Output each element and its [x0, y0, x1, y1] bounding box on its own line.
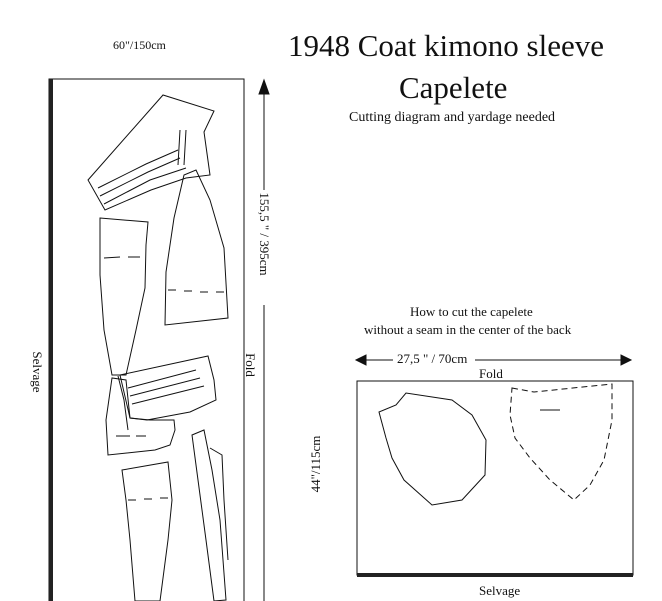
fabric-width-label: 60"/150cm	[113, 38, 166, 52]
sleeve-piece-2	[119, 355, 217, 421]
length-arrow	[258, 78, 270, 601]
page-title-line2: Capelete	[399, 70, 508, 105]
coat-back-piece	[99, 217, 149, 376]
coat-front-piece	[164, 169, 229, 326]
capelete-note-line1: How to cut the capelete	[410, 304, 533, 319]
sleeve-piece	[87, 94, 215, 211]
capelete-length-label: 44"/115cm	[308, 435, 323, 493]
capelete-fold-label: Fold	[479, 366, 503, 381]
fold-label-main: Fold	[243, 353, 258, 377]
coat-lower-piece	[105, 377, 176, 456]
selvage-label-main: Selvage	[30, 351, 45, 393]
capelete-fabric-layout	[356, 380, 634, 577]
selvage-edge	[49, 79, 53, 601]
capelete-piece-right	[509, 383, 613, 501]
page-title: 1948 Coat kimono sleeve	[288, 28, 604, 63]
capelete-note-line2: without a seam in the center of the back	[364, 322, 572, 337]
capelete-piece-left	[378, 392, 487, 506]
coat-hem-piece	[121, 461, 173, 601]
main-fabric-layout	[48, 78, 245, 601]
capelete-width-label: 27,5 " / 70cm	[397, 351, 468, 366]
capelete-width-arrow	[354, 354, 633, 366]
facing-piece	[191, 429, 227, 601]
pattern-pieces-main	[87, 94, 229, 601]
fabric-rectangle	[48, 78, 245, 601]
fabric-length-label: 155,5 " / 395cm	[257, 192, 272, 276]
capelete-selvage-label: Selvage	[479, 583, 521, 598]
page-subtitle: Cutting diagram and yardage needed	[349, 110, 556, 125]
capelete-selvage-edge	[357, 573, 633, 577]
